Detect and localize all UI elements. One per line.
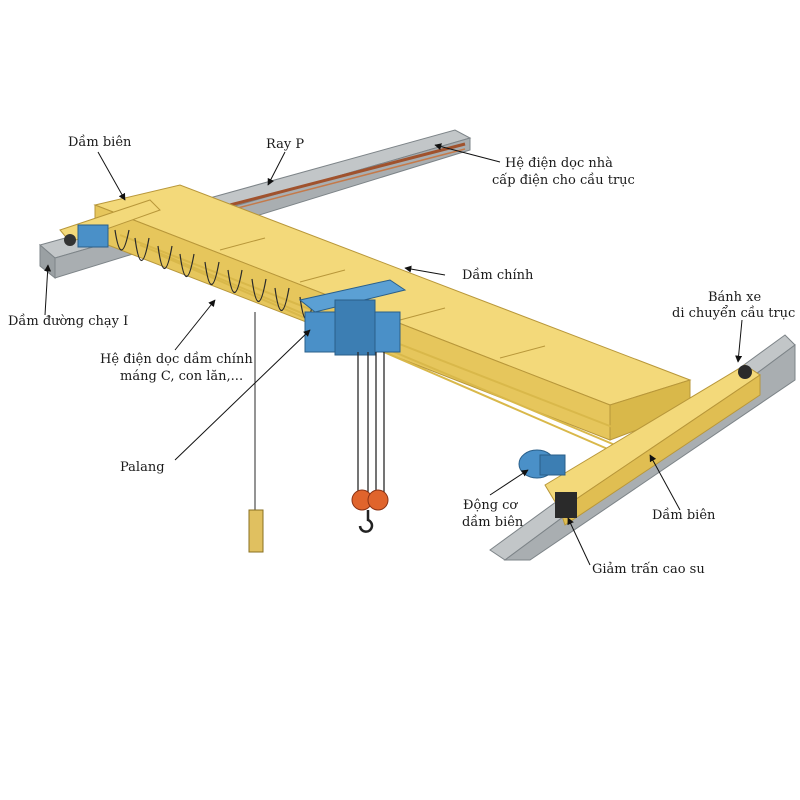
label-dong-co-2: dầm biên — [462, 515, 524, 530]
label-palang: Palang — [120, 460, 165, 475]
label-he-dien-nha-1: Hệ điện dọc nhà — [505, 156, 613, 171]
end-truck-back — [59, 199, 161, 248]
label-banh-xe-1: Bánh xe — [708, 290, 762, 305]
label-dam-bien-bottom: Dầm biên — [652, 508, 716, 523]
label-dam-bien-top: Dầm biên — [68, 135, 132, 150]
pendant-control — [248, 312, 264, 553]
end-truck-front — [544, 364, 761, 526]
end-truck-motor — [518, 449, 566, 479]
label-dong-co-1: Động cơ — [463, 498, 518, 513]
hook-block — [351, 489, 389, 533]
hoist-ropes — [357, 352, 385, 495]
label-he-dien-dam-chinh-2: máng C, con lăn,... — [120, 369, 244, 384]
label-he-dien-nha-2: cấp điện cho cầu trục — [492, 173, 635, 188]
label-ray-p: Ray P — [266, 137, 305, 152]
label-dam-duong-chay: Dầm đường chạy I — [8, 314, 129, 329]
label-banh-xe-2: di chuyển cầu trục — [672, 306, 796, 321]
label-dam-chinh: Dầm chính — [462, 268, 534, 283]
hoist — [298, 279, 407, 356]
leader-lines — [44, 143, 743, 566]
label-giam-tran: Giảm trấn cao su — [592, 562, 705, 577]
label-he-dien-dam-chinh-1: Hệ điện dọc dầm chính — [100, 352, 253, 367]
